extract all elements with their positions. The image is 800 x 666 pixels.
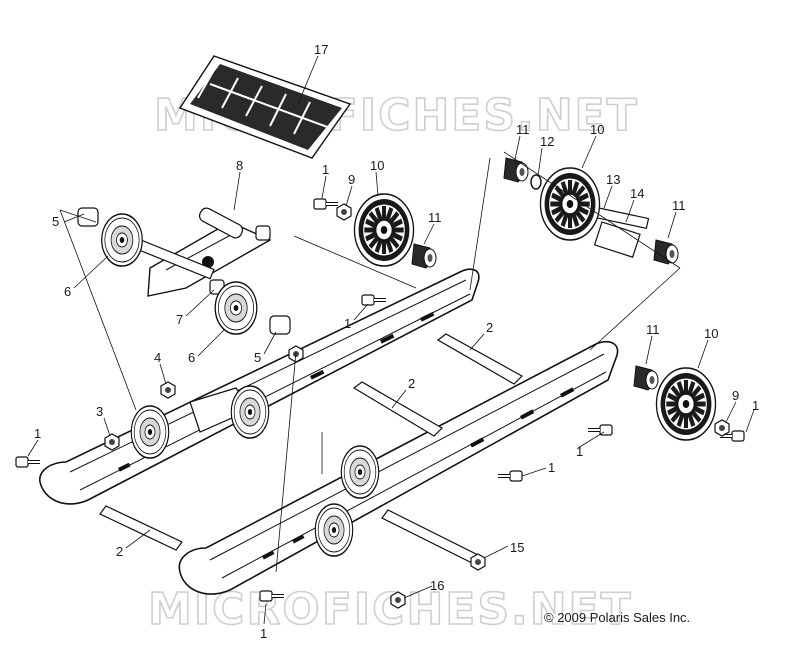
washer-part-9-right: [714, 419, 730, 437]
callout-9: 9: [732, 388, 739, 403]
callout-10: 10: [590, 122, 604, 137]
callout-1: 1: [548, 460, 555, 475]
rail-wheel-left-rear: [130, 405, 170, 459]
callout-10: 10: [704, 326, 718, 341]
callout-6: 6: [188, 350, 195, 365]
callout-5: 5: [52, 214, 59, 229]
callout-17: 17: [314, 42, 328, 57]
callout-11: 11: [646, 322, 660, 337]
bogie-wheel-right: [656, 368, 715, 440]
callout-11: 11: [672, 198, 686, 213]
callout-3: 3: [96, 404, 103, 419]
pivot-arm: [147, 207, 272, 297]
callout-15: 15: [510, 540, 524, 555]
callout-1: 1: [34, 426, 41, 441]
callout-12: 12: [540, 134, 554, 149]
bogie-wheel-center: [354, 194, 413, 266]
right-rail: [178, 340, 619, 595]
copyright-notice: © 2009 Polaris Sales Inc.: [544, 610, 691, 625]
idler-wheel-left-lower: [214, 281, 258, 335]
bearing-center: [411, 243, 437, 269]
callout-7: 7: [176, 312, 183, 327]
callout-labels: 17 11 12 10 8 1 9 10 13 14 11 5 11 6 7 1…: [34, 42, 759, 641]
nut-part-4: [160, 381, 176, 399]
idler-wheel-left-upper: [100, 213, 144, 267]
callout-2: 2: [116, 544, 123, 559]
bolt-left: [14, 455, 42, 469]
rail-wheel-right-front: [314, 503, 354, 557]
nut-part-15: [470, 553, 486, 571]
callout-2: 2: [408, 376, 415, 391]
callout-10: 10: [370, 158, 384, 173]
callout-13: 13: [606, 172, 620, 187]
bearing-top-center: [503, 157, 529, 183]
callout-4: 4: [154, 350, 161, 365]
nut-part-16: [390, 591, 406, 609]
callout-11: 11: [428, 210, 442, 225]
callout-1: 1: [260, 626, 267, 641]
bearing-right: [633, 365, 659, 391]
callout-8: 8: [236, 158, 243, 173]
watermark-bottom: MICROFICHES.NET: [147, 583, 633, 636]
bolt-right-rail: [586, 423, 614, 437]
bolt-mid: [360, 293, 388, 307]
bolt-center-rail: [496, 469, 524, 483]
callout-1: 1: [752, 398, 759, 413]
cross-shafts: [99, 333, 523, 565]
leader-lines: [27, 55, 755, 625]
callout-11: 11: [516, 122, 530, 137]
callout-1: 1: [322, 162, 329, 177]
callout-14: 14: [630, 186, 644, 201]
callout-1: 1: [576, 444, 583, 459]
rail-wheel-left-mid: [230, 385, 270, 439]
callout-6: 6: [64, 284, 71, 299]
callout-9: 9: [348, 172, 355, 187]
wear-strip-assembly: [178, 55, 352, 159]
nut-part-3: [104, 433, 120, 451]
callout-2: 2: [486, 320, 493, 335]
rail-wheel-right-rear: [340, 445, 380, 499]
callout-5: 5: [254, 350, 261, 365]
bolt-top-center: [312, 197, 340, 211]
callout-1: 1: [344, 316, 351, 331]
reference-lines: [59, 151, 681, 573]
svg-text:MICROFICHES.NET: MICROFICHES.NET: [148, 584, 633, 635]
washer-part-9-top: [336, 203, 352, 221]
bearing-top-right: [653, 239, 679, 265]
washer: [530, 174, 542, 190]
bogie-wheel-top-right: [540, 168, 599, 240]
callout-16: 16: [430, 578, 444, 593]
